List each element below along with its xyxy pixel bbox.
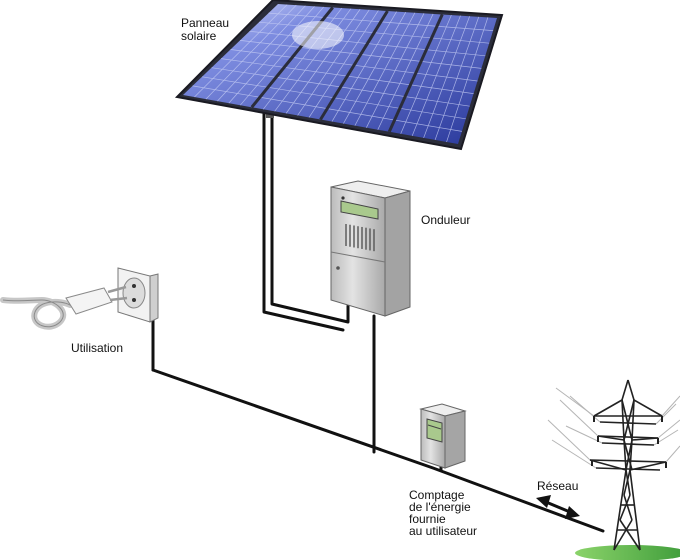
- label-inverter: Onduleur: [421, 213, 471, 227]
- label-meter-line3: fournie: [409, 512, 446, 526]
- label-meter-line1: Comptage: [409, 488, 465, 502]
- meter-display: [426, 418, 443, 443]
- plug-pin-bottom: [109, 296, 128, 302]
- inverter-split: [330, 251, 386, 263]
- outlet-pin-hole-top: [132, 284, 136, 288]
- inverter-vent-grille: [345, 224, 375, 252]
- inverter-icon: [330, 180, 411, 317]
- wiring: [151, 108, 605, 533]
- inverter-display: [340, 200, 379, 220]
- energy-meter-icon: [419, 403, 467, 469]
- label-solar-panel-line2: solaire: [181, 29, 217, 43]
- label-usage: Utilisation: [71, 341, 124, 355]
- outlet-pin-hole-bottom: [132, 298, 136, 302]
- power-line-wires: [547, 387, 680, 469]
- ground-patch: [575, 545, 680, 560]
- dc-cable-left: [262, 108, 345, 332]
- plug-body: [65, 287, 113, 315]
- label-meter: Comptage de l'énergie fournie au utilisa…: [409, 489, 477, 537]
- transmission-tower-icon: [547, 379, 680, 560]
- label-solar-panel-line1: Panneau: [181, 16, 230, 30]
- inverter-button: [336, 266, 340, 270]
- bidirectional-arrow-icon: [536, 495, 580, 519]
- meter-side: [444, 410, 466, 469]
- inverter-led: [341, 196, 345, 200]
- label-meter-line2: de l'énergie: [409, 500, 471, 514]
- panel-cell-grid: [192, 4, 494, 143]
- panel-glare: [292, 21, 344, 49]
- label-solar-panel: Panneau solaire: [181, 17, 229, 43]
- dc-cable-right: [270, 110, 350, 324]
- solar-panel-icon: [174, 0, 504, 151]
- label-meter-line4: au utilisateur: [409, 524, 478, 538]
- power-plug-icon: [0, 285, 128, 330]
- meter-display-line: [427, 424, 442, 430]
- plug-pin-top: [107, 285, 127, 294]
- inverter-side: [384, 190, 411, 317]
- pylon-lattice: [589, 379, 667, 551]
- wall-outlet-icon: [117, 267, 159, 323]
- outlet-socket: [122, 277, 146, 309]
- panel-cells: [183, 4, 497, 144]
- main-supply-line: [151, 368, 605, 533]
- label-grid: Réseau: [537, 479, 579, 493]
- plug-cord-outline: [2, 299, 71, 328]
- outlet-plate-side: [149, 273, 159, 323]
